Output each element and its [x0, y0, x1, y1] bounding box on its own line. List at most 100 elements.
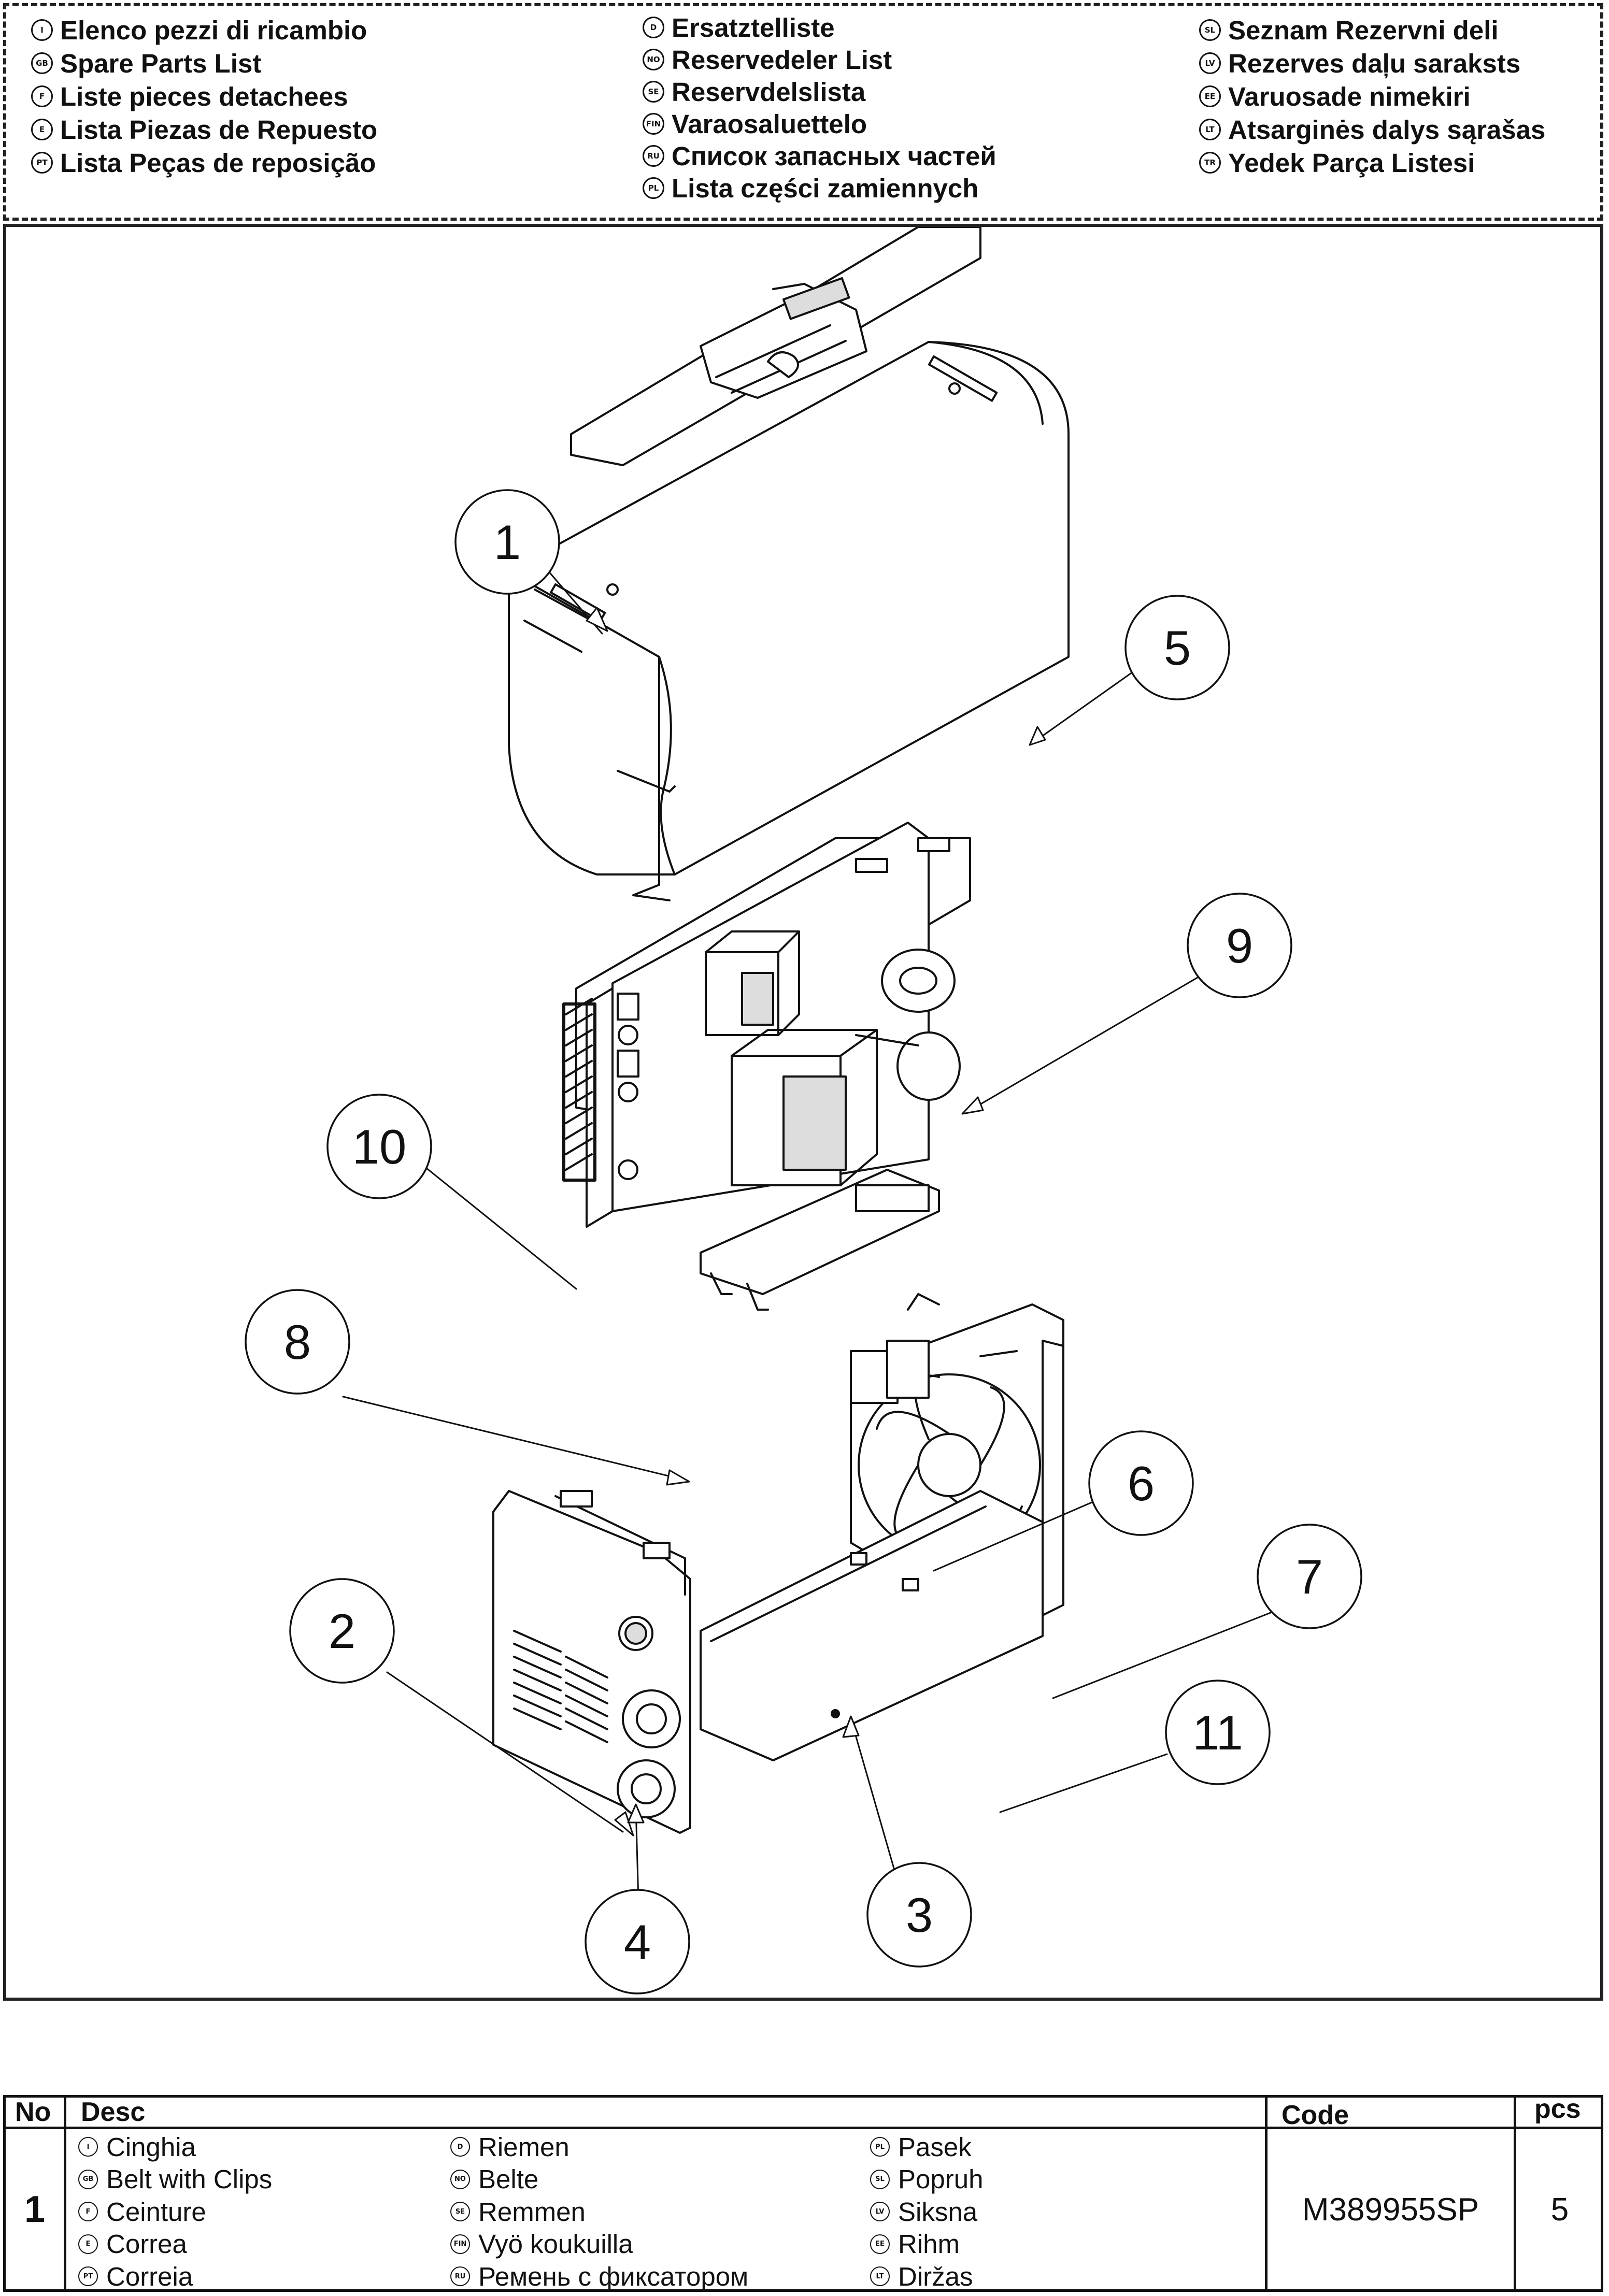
column-header-desc: Desc	[81, 2097, 146, 2127]
callout-3: 3	[866, 1862, 972, 1968]
language-code-badge: FIN	[643, 113, 664, 135]
language-code-badge: PT	[78, 2266, 98, 2287]
header-entry: SE Reservdelslista	[643, 76, 996, 108]
language-code-badge: F	[78, 2202, 98, 2222]
header-entry-label: Ersatztelliste	[672, 12, 835, 42]
language-code-badge: EE	[870, 2234, 890, 2254]
desc-entry-label: Ceinture	[106, 2197, 206, 2227]
callout-2: 2	[289, 1578, 395, 1684]
header-entry-label: Seznam Rezervni deli	[1228, 15, 1499, 45]
header-entry: E Lista Piezas de Repuesto	[31, 113, 377, 146]
language-code-badge: LT	[870, 2266, 890, 2287]
desc-entry: RU Ремень с фиксатором	[450, 2260, 748, 2293]
language-code-badge: PL	[643, 177, 664, 199]
language-code-badge: FIN	[450, 2234, 470, 2254]
belt-with-clips-part	[570, 227, 981, 466]
header-entry: F Liste pieces detachees	[31, 80, 377, 113]
callout-balloons: 1 5 9 10 8 6 7 11 2 3 4	[245, 489, 1362, 1994]
desc-entry: LT Diržas	[870, 2260, 983, 2293]
header-entry-label: Elenco pezzi di ricambio	[60, 15, 367, 45]
language-code-badge: PT	[31, 152, 53, 174]
language-code-badge: E	[78, 2234, 98, 2254]
callout-7-number: 7	[1296, 1549, 1323, 1604]
header-entry: LT Atsarginės dalys sąrašas	[1199, 113, 1545, 146]
language-code-badge: D	[643, 17, 664, 38]
header-entry: PT Lista Peças de reposição	[31, 146, 377, 179]
language-code-badge: LV	[1199, 52, 1221, 74]
desc-entry-label: Vyö koukuilla	[478, 2229, 633, 2259]
callout-7: 7	[1257, 1524, 1362, 1629]
desc-entry-label: Riemen	[478, 2132, 569, 2162]
language-code-badge: EE	[1199, 85, 1221, 107]
language-code-badge: F	[31, 85, 53, 107]
header-entry-label: Lista Piezas de Repuesto	[60, 114, 378, 145]
desc-entry-label: Diržas	[898, 2261, 973, 2291]
language-code-badge: E	[31, 119, 53, 140]
desc-entry-label: Ремень с фиксатором	[478, 2261, 749, 2291]
cover-part	[508, 341, 1070, 901]
callout-5: 5	[1124, 595, 1230, 700]
header-entry-label: Reservedeler List	[672, 45, 892, 75]
language-code-badge: NO	[450, 2169, 470, 2189]
callout-11: 11	[1165, 1680, 1271, 1785]
language-code-badge: LT	[1199, 119, 1221, 140]
callout-1-number: 1	[494, 515, 521, 569]
callout-4: 4	[585, 1889, 690, 1994]
callout-10: 10	[326, 1094, 432, 1199]
header-entry: FIN Varaosaluettelo	[643, 108, 996, 140]
callout-6: 6	[1088, 1430, 1194, 1536]
desc-entry-label: Remmen	[478, 2197, 586, 2227]
header-entry-label: Varuosade nimekiri	[1228, 81, 1471, 111]
header-entry-label: Список запасных частей	[672, 141, 996, 171]
language-code-badge: LV	[870, 2202, 890, 2222]
language-code-badge: SE	[643, 81, 664, 103]
header-entry-label: Liste pieces detachees	[60, 81, 348, 111]
header-divider	[6, 2127, 1601, 2129]
exploded-view-svg: 1 5 9 10 8 6 7 11 2 3 4	[245, 227, 1362, 1994]
column-divider	[64, 2098, 66, 2289]
language-code-badge: I	[78, 2137, 98, 2157]
header-entry-label: Lista Peças de reposição	[60, 148, 376, 178]
front-panel-base-part	[492, 1490, 1044, 1834]
column-header-no: No	[15, 2097, 51, 2127]
header-entry-label: Spare Parts List	[60, 48, 262, 78]
arrow-heads	[586, 607, 1046, 1836]
header-entry: TR Yedek Parça Listesi	[1199, 146, 1545, 179]
callout-3-number: 3	[906, 1888, 933, 1942]
language-code-badge: SL	[870, 2169, 890, 2189]
header-column-3: SL Seznam Rezervni deli LV Rezerves daļu s…	[1199, 13, 1545, 179]
desc-entry-label: Siksna	[898, 2197, 978, 2227]
callout-6-number: 6	[1128, 1456, 1155, 1511]
header-entry-label: Yedek Parça Listesi	[1228, 148, 1475, 178]
desc-entry: FIN Vyö koukuilla	[450, 2228, 748, 2261]
language-code-badge: RU	[450, 2266, 470, 2287]
callout-4-number: 4	[624, 1915, 651, 1969]
column-divider	[1514, 2098, 1516, 2289]
callout-9-number: 9	[1226, 919, 1253, 973]
exploded-view-drawing: 1 5 9 10 8 6 7 11 2 3 4	[3, 224, 1603, 2001]
language-code-badge: SL	[1199, 19, 1221, 41]
header-entry-label: Rezerves daļu saraksts	[1228, 48, 1521, 78]
header-entry: EE Varuosade nimekiri	[1199, 80, 1545, 113]
header-entry-label: Atsarginės dalys sąrašas	[1228, 114, 1546, 145]
header-entry-label: Reservdelslista	[672, 77, 866, 107]
language-code-badge: GB	[78, 2169, 98, 2189]
header-entry-label: Varaosaluettelo	[672, 109, 867, 139]
callout-2-number: 2	[329, 1604, 355, 1658]
language-code-badge: TR	[1199, 152, 1221, 174]
language-code-badge: PL	[870, 2137, 890, 2157]
header-entry: SL Seznam Rezervni deli	[1199, 13, 1545, 47]
